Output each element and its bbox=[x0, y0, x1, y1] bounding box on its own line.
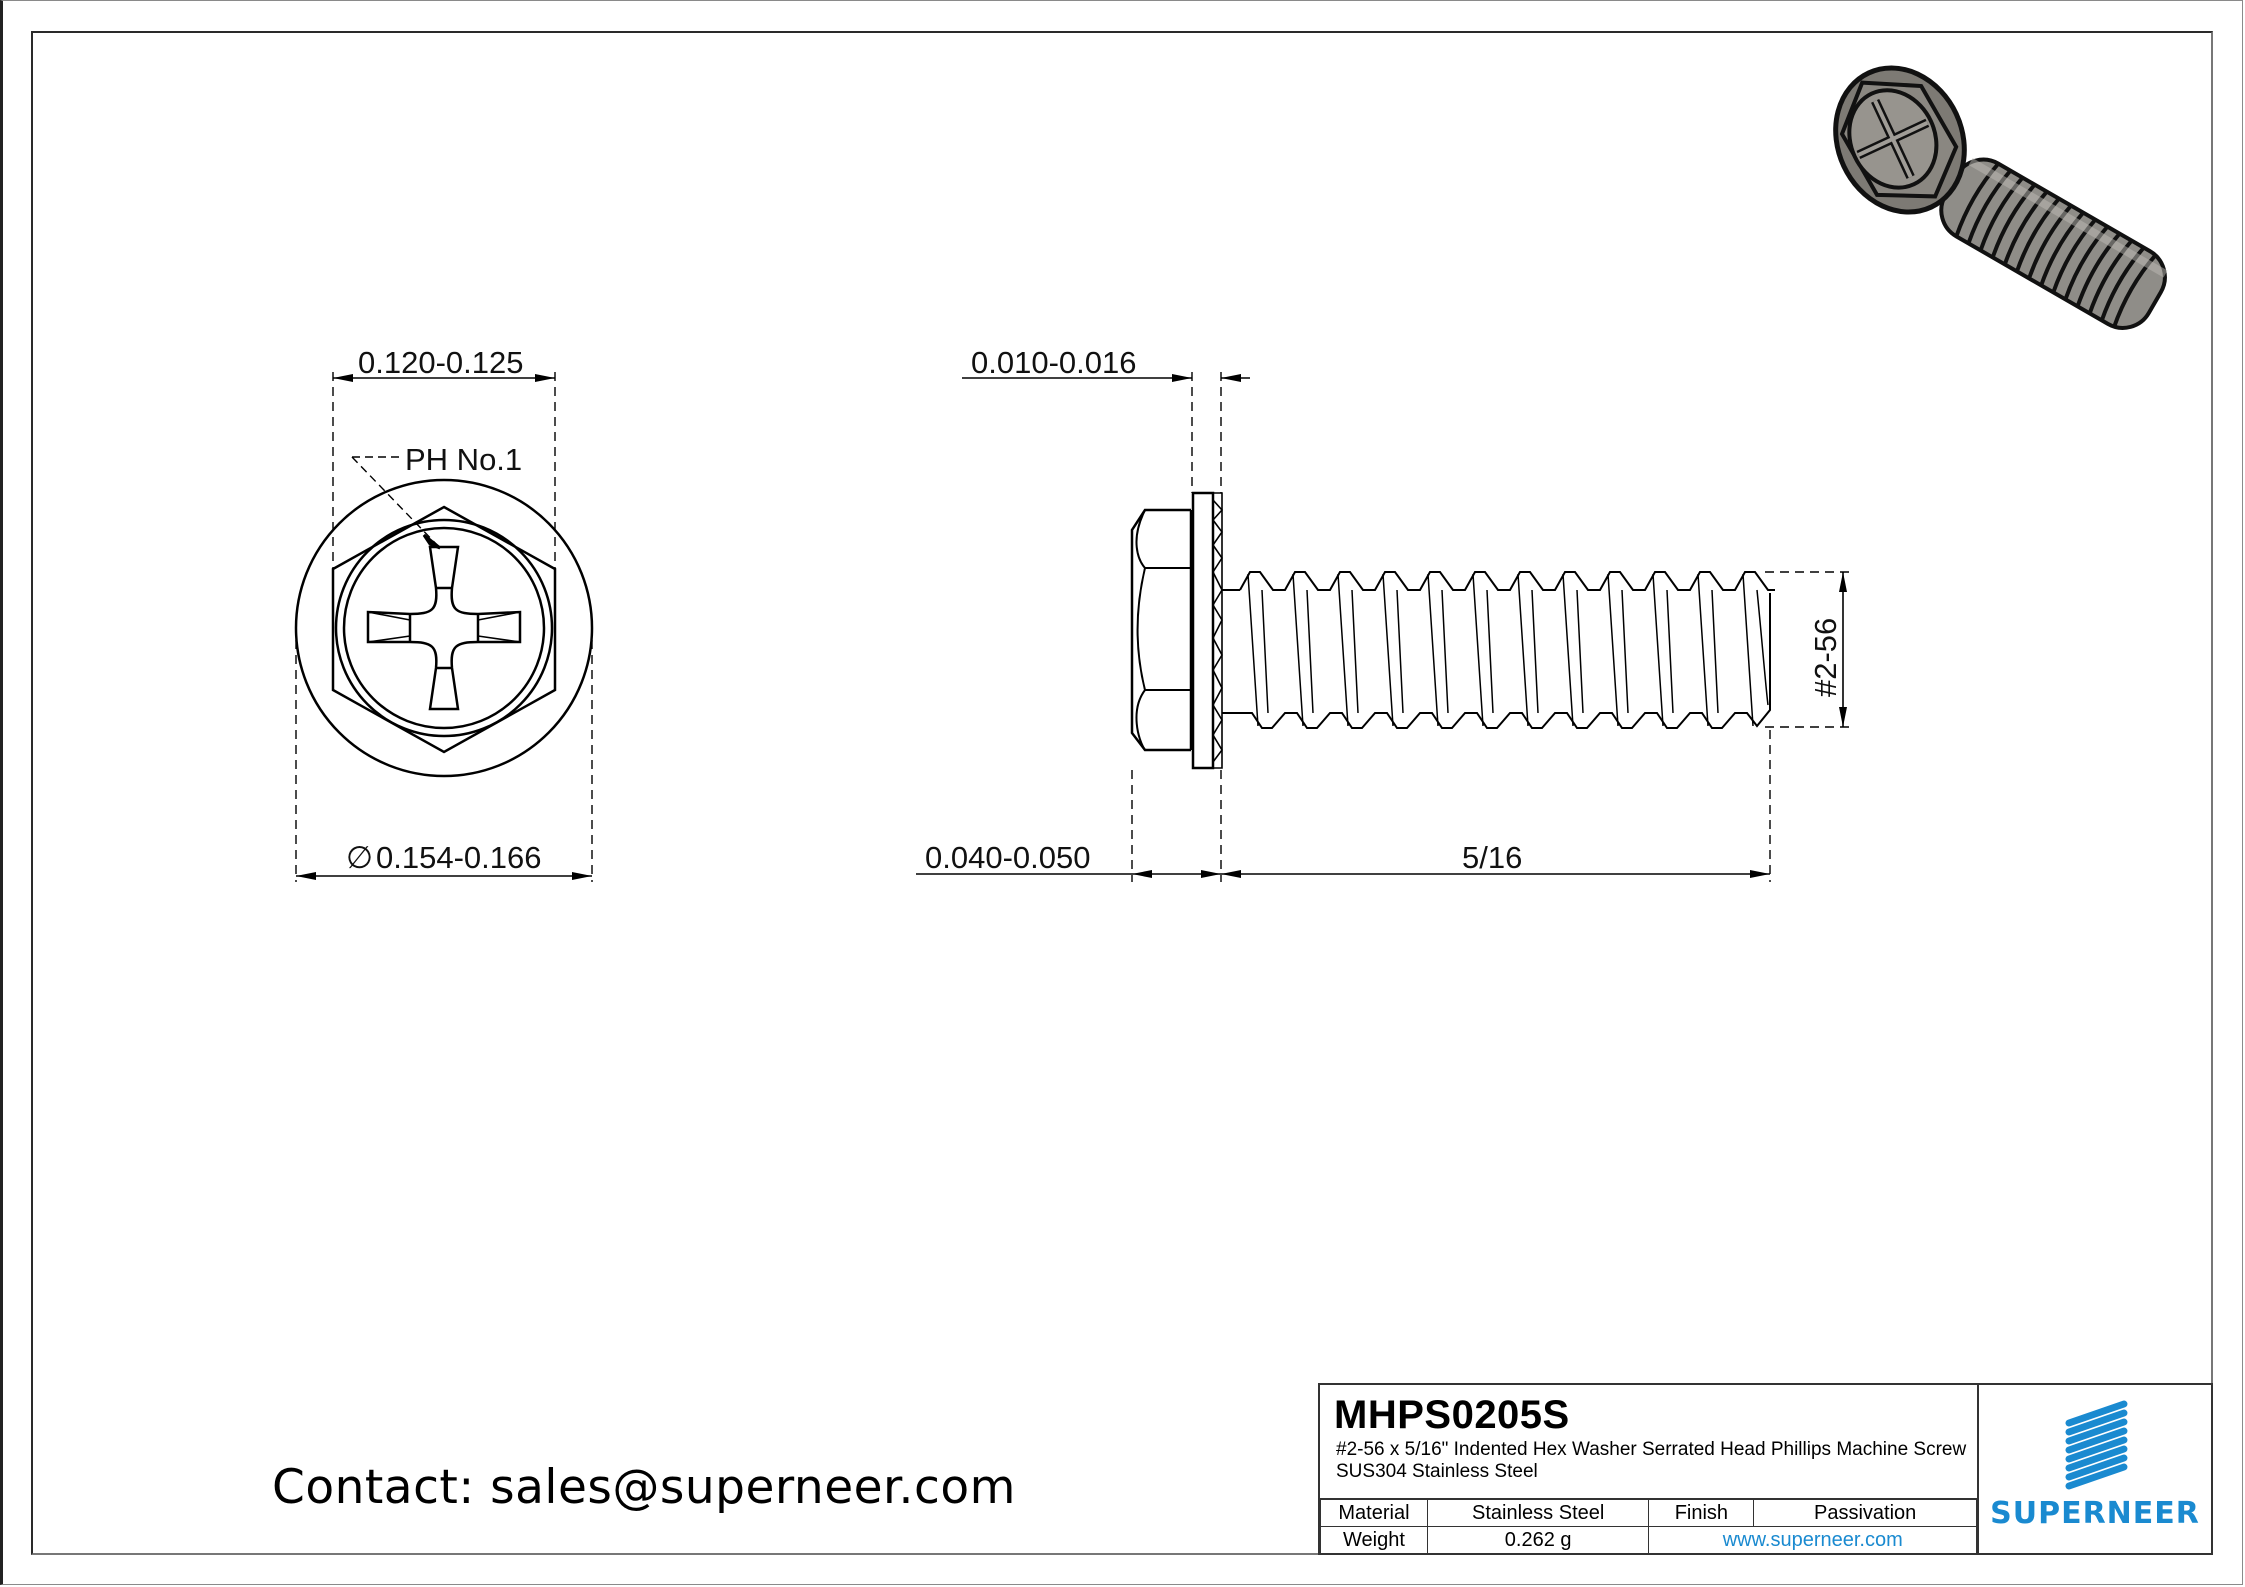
finish-label: Finish bbox=[1648, 1498, 1755, 1527]
brand-name: SUPERNEER bbox=[1990, 1496, 2200, 1531]
contact-email: Contact: sales@superneer.com bbox=[272, 1460, 1016, 1515]
head-top-circle bbox=[334, 518, 554, 738]
part-description: #2-56 x 5/16" Indented Hex Washer Serrat… bbox=[1336, 1439, 1967, 1482]
title-block-info: MHPS0205S #2-56 x 5/16" Indented Hex Was… bbox=[1320, 1385, 1979, 1554]
dim-thread-size: #2-56 bbox=[1808, 618, 1843, 697]
weight-label: Weight bbox=[1320, 1526, 1428, 1554]
dim-outer-diameter: 0.154-0.166 bbox=[376, 840, 541, 875]
dim-top-width: 0.120-0.125 bbox=[358, 345, 523, 380]
spec-table: Material Stainless Steel Finish Passivat… bbox=[1320, 1498, 1977, 1554]
side-view bbox=[1130, 491, 1775, 770]
hex-head-side bbox=[1130, 508, 1191, 752]
part-number: MHPS0205S bbox=[1334, 1393, 1570, 1437]
superneer-stripes-icon bbox=[2065, 1400, 2128, 1490]
phillips-recess-icon bbox=[366, 545, 522, 711]
serrations bbox=[1211, 492, 1224, 769]
weight-value: 0.262 g bbox=[1426, 1526, 1650, 1554]
material-label: Material bbox=[1320, 1498, 1428, 1527]
dim-drive-callout: PH No.1 bbox=[405, 442, 522, 477]
isometric-screw-render bbox=[1833, 65, 2168, 330]
dim-serration-thickness: 0.010-0.016 bbox=[971, 345, 1136, 380]
side-view-dimensions bbox=[916, 372, 1850, 882]
website-link[interactable]: www.superneer.com bbox=[1648, 1526, 1977, 1554]
front-view bbox=[294, 478, 594, 778]
washer-flange-outline bbox=[294, 478, 594, 778]
washer-flange-side bbox=[1191, 491, 1215, 770]
dim-length: 5/16 bbox=[1462, 840, 1522, 875]
dim-head-height: 0.040-0.050 bbox=[925, 840, 1090, 875]
finish-value: Passivation bbox=[1753, 1498, 1977, 1527]
front-view-dimensions bbox=[295, 372, 593, 882]
table-row: Material Stainless Steel Finish Passivat… bbox=[1320, 1498, 1977, 1527]
table-row: Weight 0.262 g www.superneer.com bbox=[1320, 1526, 1977, 1554]
drawing-frame bbox=[31, 31, 2213, 1555]
title-block: MHPS0205S #2-56 x 5/16" Indented Hex Was… bbox=[1318, 1383, 2213, 1555]
hex-head-outline bbox=[331, 505, 557, 754]
head-recess-circle bbox=[342, 526, 546, 730]
diameter-symbol-icon: ∅ bbox=[346, 840, 373, 875]
material-value: Stainless Steel bbox=[1426, 1498, 1650, 1527]
brand-logo: SUPERNEER bbox=[1979, 1385, 2211, 1553]
threaded-shank bbox=[1222, 571, 1775, 729]
